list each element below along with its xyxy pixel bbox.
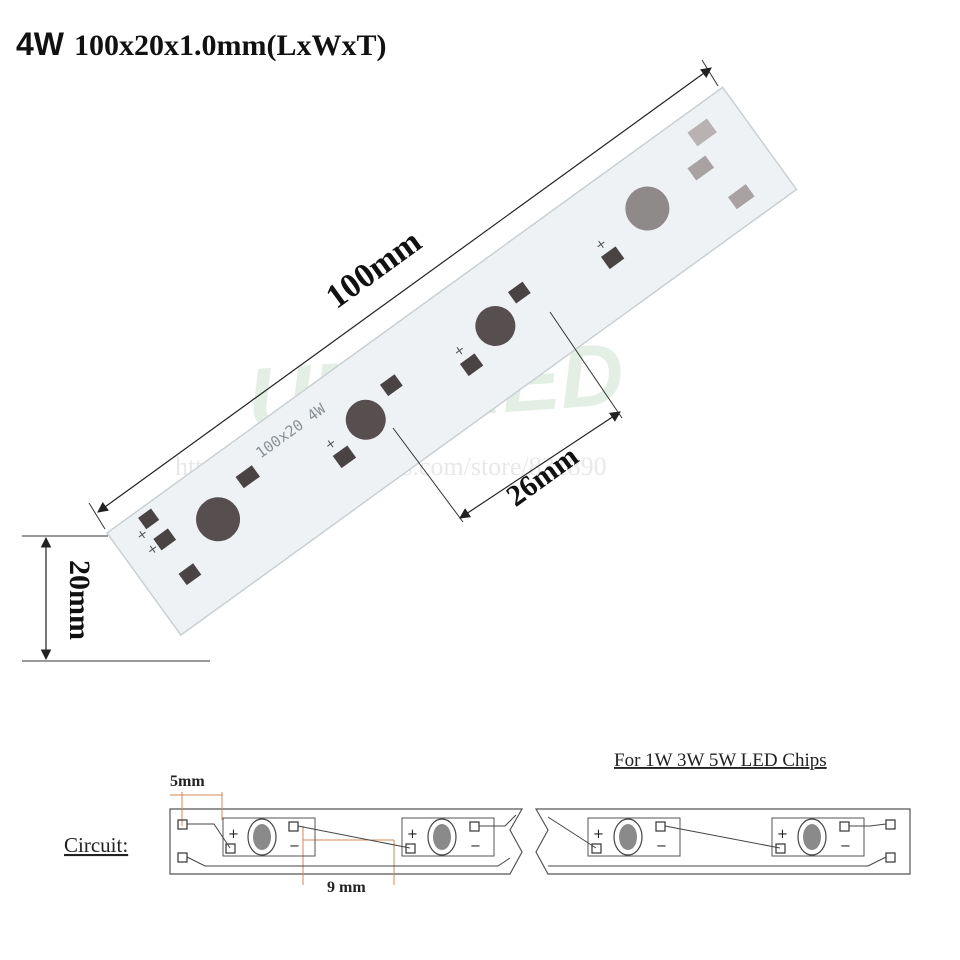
extension-line: [392, 427, 464, 523]
page-title: 4W 100x20x1.0mm(LxWxT): [16, 26, 386, 63]
trace: [548, 856, 887, 867]
solder-pad: [727, 184, 755, 210]
plus-mark: +: [593, 827, 604, 842]
dimension-line: [459, 411, 621, 519]
minus-mark: −: [840, 839, 851, 854]
led-pad: [839, 821, 850, 832]
led-pad: [405, 843, 416, 854]
plus-mark: +: [228, 827, 239, 842]
led-pad: [469, 821, 480, 832]
extension-line: [549, 311, 623, 419]
end-pad: [177, 852, 188, 863]
solder-pad: [178, 563, 202, 586]
led-outline: [401, 817, 495, 857]
led-pad: [655, 821, 666, 832]
led-chip: [797, 818, 827, 856]
plus-mark: +: [777, 827, 788, 842]
trace: [547, 816, 597, 849]
led-chip-core: [619, 824, 637, 850]
trace: [664, 825, 781, 849]
led-chip: [247, 818, 277, 856]
led-pad: [288, 821, 299, 832]
led-pad: [591, 843, 602, 854]
circuit-label: Circuit:: [64, 833, 128, 857]
led-chip-core: [803, 824, 821, 850]
led-pad: [775, 843, 786, 854]
edge-offset-label: 5mm: [170, 773, 205, 790]
led-chip-core: [433, 824, 451, 850]
trace: [186, 856, 511, 867]
pad-spacing-label: 9 mm: [327, 879, 366, 896]
strip-outline-right: [534, 808, 911, 875]
minus-mark: −: [289, 839, 300, 854]
dimensions-label: 100x20x1.0mm(LxWxT): [74, 29, 387, 62]
led-outline: [771, 817, 865, 857]
minus-mark: −: [656, 839, 667, 854]
solder-pad: [153, 528, 177, 551]
circuit-led-d: + −: [771, 817, 865, 857]
led-chip: [427, 818, 457, 856]
minus-mark: −: [470, 839, 481, 854]
strip-outline-left: [169, 808, 524, 875]
length-label: 100mm: [319, 223, 428, 316]
led-chip: [613, 818, 643, 856]
circuit-led-c: + −: [587, 817, 681, 857]
pcb-board: + + 100x20 4W + + +: [105, 86, 798, 637]
trace: [297, 825, 411, 849]
trace: [187, 823, 231, 849]
plus-mark: +: [407, 827, 418, 842]
led-pad: [225, 843, 236, 854]
circuit-traces: [186, 814, 887, 867]
end-pad: [885, 852, 896, 863]
trace: [849, 823, 887, 827]
width-label: 20mm: [63, 560, 96, 640]
chips-note: For 1W 3W 5W LED Chips: [614, 750, 827, 771]
dimension-line: [97, 67, 712, 513]
end-pad: [885, 819, 896, 830]
led-chip-core: [253, 824, 271, 850]
wattage-label: 4W: [16, 26, 64, 62]
led-outline: [587, 817, 681, 857]
extension-line: [88, 502, 106, 530]
solder-pad: [138, 508, 160, 530]
circuit-diagram: For 1W 3W 5W LED Chips Circuit: 5mm 9 mm…: [64, 750, 911, 896]
circuit-led-a: + −: [222, 817, 316, 857]
circuit-led-b: + −: [401, 817, 495, 857]
trace: [479, 814, 517, 827]
width-dimension: 20mm: [22, 535, 210, 662]
